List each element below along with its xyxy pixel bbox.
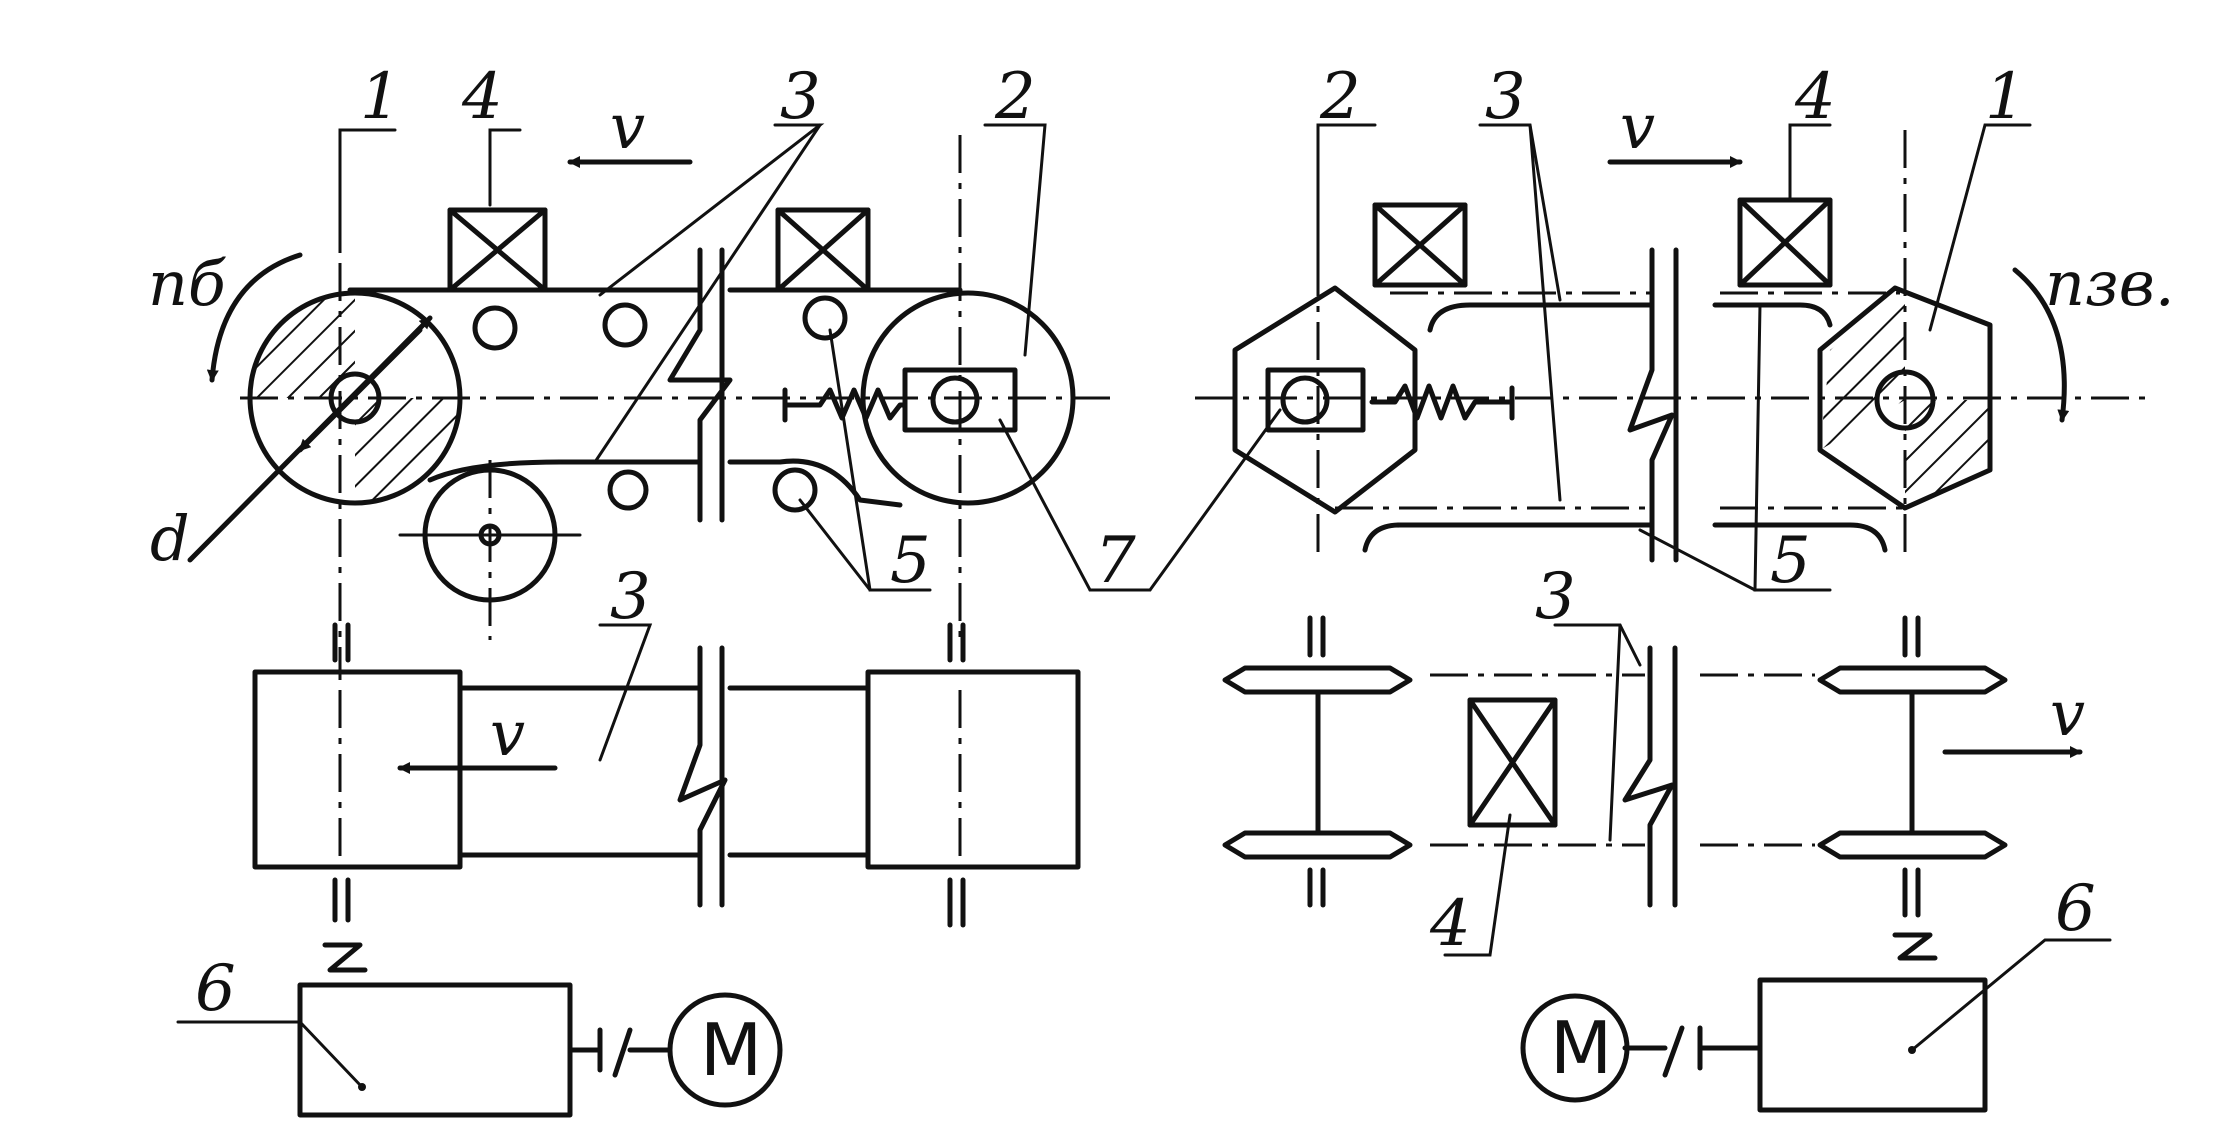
label-belt-plan: 3 xyxy=(610,560,651,634)
belt-conveyor-side-view xyxy=(187,123,1152,680)
label-chain: 3 xyxy=(1485,60,1526,134)
idler-rollers xyxy=(472,295,848,513)
symbol-sprocket-speed: nзв. xyxy=(2045,247,2175,320)
label-gearbox: 6 xyxy=(195,952,236,1026)
label-load-plan: 4 xyxy=(1429,887,1471,961)
tail-drum xyxy=(860,135,1076,640)
symbol-velocity: v xyxy=(610,90,645,163)
chain-conveyor-side-view xyxy=(1088,123,2150,592)
drum-rotation-arrow xyxy=(206,252,303,383)
label-tail-drum: 2 xyxy=(994,60,1036,134)
label-drive-drum: 1 xyxy=(360,60,401,134)
label-idlers: 5 xyxy=(890,524,931,598)
symbol-velocity-right-plan: v xyxy=(2050,677,2085,750)
label-rollers: 5 xyxy=(1770,524,1811,598)
label-load-right: 4 xyxy=(1794,60,1836,134)
symbol-velocity-plan: v xyxy=(490,697,525,770)
tail-sprocket xyxy=(1232,285,1418,515)
chain-conveyor-plan-view xyxy=(1222,615,2112,1113)
label-chain-plan: 3 xyxy=(1535,560,1576,634)
symbol-motor: M xyxy=(700,1008,762,1092)
gearbox-left xyxy=(297,982,573,1118)
label-belt: 3 xyxy=(780,60,821,134)
motor-left xyxy=(667,992,783,1108)
take-up-spring xyxy=(782,387,908,421)
label-tail-sprocket: 2 xyxy=(1319,60,1361,134)
drive-drum xyxy=(247,135,463,680)
symbol-velocity-right: v xyxy=(1620,90,1655,163)
symbol-diameter: d xyxy=(150,502,190,575)
sprocket-plan-tl xyxy=(1222,665,1413,695)
label-drive-sprocket: 1 xyxy=(1985,60,2026,134)
sprocket-rotation-arrow xyxy=(2012,267,2070,423)
belt-conveyor-plan-view xyxy=(176,622,1081,1118)
symbol-drum-speed: nб xyxy=(148,247,227,320)
load-box xyxy=(447,207,548,293)
motor-right xyxy=(1520,993,1630,1103)
label-take-up: 7 xyxy=(1095,524,1136,598)
gearbox-right xyxy=(1757,977,1988,1113)
label-load: 4 xyxy=(461,60,503,134)
guide-rail-bottom xyxy=(1362,522,1653,553)
load-box-plan xyxy=(1467,697,1558,828)
guide-rail-top xyxy=(1427,302,1653,333)
symbol-motor-right: M xyxy=(1550,1006,1612,1090)
load-box-right xyxy=(1372,202,1468,288)
label-gearbox-right: 6 xyxy=(2055,872,2096,946)
